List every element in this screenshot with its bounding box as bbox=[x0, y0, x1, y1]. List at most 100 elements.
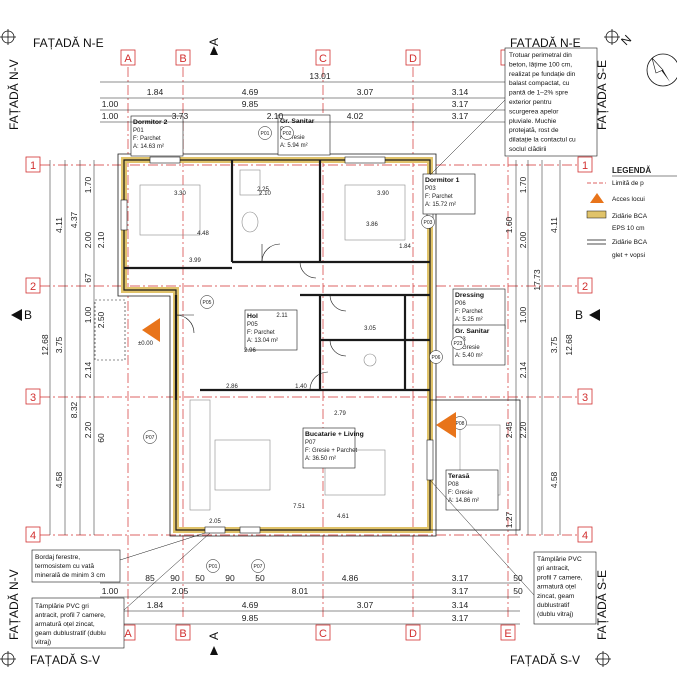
svg-text:A: A bbox=[207, 632, 221, 640]
room-label-box bbox=[244, 309, 298, 351]
dim-right-col3: 2.14 bbox=[518, 361, 528, 378]
room-name: Bucatarie + Living bbox=[305, 431, 364, 438]
legend-item: Acces locui bbox=[612, 196, 645, 203]
room-tag-circle bbox=[421, 215, 435, 229]
facade-label-top-right: FAȚADĂ N-E bbox=[510, 35, 581, 50]
room-floor: F: Gresie bbox=[455, 345, 480, 351]
elevation-label: ±0.00 bbox=[138, 341, 154, 347]
legend-item: glet + vopsi bbox=[612, 252, 645, 259]
axis-bubble-3: 3 bbox=[582, 392, 588, 404]
corner-markers bbox=[0, 29, 620, 667]
dim-top-row2: 1.00 bbox=[102, 99, 119, 109]
note-line: Trotuar perimetral din bbox=[509, 52, 572, 59]
dim-bottom-row1: 90 bbox=[225, 573, 235, 583]
facade-label-top-left: FAȚADĂ N-E bbox=[33, 35, 104, 50]
note-line: beton, lățime 100 cm, bbox=[509, 61, 572, 68]
dim-right-col4: 1.27 bbox=[504, 511, 514, 528]
section-marker-b-right: B bbox=[575, 308, 600, 322]
room-name: Gr. Sanitar bbox=[280, 118, 315, 125]
legend-item: Zidărie BCA bbox=[612, 239, 648, 246]
interior-dim: 4.48 bbox=[197, 231, 209, 237]
note-line: Tâmplărie PVC bbox=[537, 556, 582, 563]
svg-text:A: A bbox=[207, 38, 221, 46]
dim-top-row1: 3.14 bbox=[452, 87, 469, 97]
axis-bubble-frame bbox=[315, 624, 331, 641]
dim-left-col3: 1.70 bbox=[83, 176, 93, 193]
dim-left-col3: 1.00 bbox=[83, 306, 93, 323]
axis-bubble-b: B bbox=[179, 53, 186, 65]
note-line: antracit, profil 7 camere, bbox=[35, 612, 106, 619]
room-label-box bbox=[130, 115, 184, 157]
room-tag: P05 bbox=[203, 300, 212, 306]
section-marker-b-left: B bbox=[11, 308, 32, 322]
room-floor: F: Parchet bbox=[133, 136, 161, 142]
axis-bubble-4: 4 bbox=[30, 530, 36, 542]
dim-bottom-row1: 50 bbox=[195, 573, 205, 583]
note-line: (dublu vitraj) bbox=[537, 611, 573, 618]
room-area: A: 5.94 m² bbox=[280, 143, 308, 149]
note-line: soclul clădirii bbox=[509, 146, 547, 153]
dim-top-row3: 1.00 bbox=[102, 111, 119, 121]
interior-dim: 2.05 bbox=[209, 519, 221, 525]
dimension-lines bbox=[49, 81, 561, 625]
dim-bottom-row1: 85 bbox=[145, 573, 155, 583]
dim-top-row1: 3.07 bbox=[357, 87, 374, 97]
dim-left-col3: 2.00 bbox=[83, 231, 93, 248]
access-marker-east bbox=[436, 412, 456, 438]
dim-right-col1: 4.58 bbox=[549, 471, 559, 488]
room-tag: P01 bbox=[209, 564, 218, 570]
axis-bubble-a: A bbox=[124, 628, 132, 640]
dim-right-col3: 2.20 bbox=[518, 421, 528, 438]
room-name: Dormitor 2 bbox=[133, 119, 168, 126]
axis-bubble-frame bbox=[175, 49, 191, 66]
dim-top-total: 13.01 bbox=[309, 71, 331, 81]
note-line: realizat pe fundație din bbox=[509, 71, 576, 78]
axis-bubble-c: C bbox=[319, 628, 327, 640]
dim-bottom-row3: 3.07 bbox=[357, 600, 374, 610]
terrace-outline bbox=[429, 399, 521, 531]
room-code: P05 bbox=[247, 322, 258, 328]
dim-bottom-row3: 3.14 bbox=[452, 600, 469, 610]
dim-right-col4: 2.45 bbox=[504, 421, 514, 438]
room-name: Hol bbox=[247, 313, 258, 320]
room-floor: F: Parchet bbox=[455, 309, 483, 315]
room-tag-circle bbox=[143, 430, 157, 444]
note-line: termosistem cu vată bbox=[35, 563, 94, 570]
axis-bubble-frame bbox=[120, 49, 136, 66]
dim-bottom-row1: 90 bbox=[170, 573, 180, 583]
room-area: A: 5.40 m² bbox=[455, 353, 483, 359]
room-tag: P03 bbox=[424, 220, 433, 226]
interior-dim: 2.10 bbox=[259, 191, 271, 197]
dim-left-col3: 2.20 bbox=[83, 421, 93, 438]
axis-bubble-frame bbox=[577, 388, 593, 405]
axis-bubble-frame bbox=[25, 388, 41, 405]
dim-right-col1: 3.75 bbox=[549, 336, 559, 353]
dim-top-row3: 3.73 bbox=[172, 111, 189, 121]
facade-label-right-lower: FAȚADĂ S-E bbox=[594, 570, 609, 640]
axis-bubble-frame bbox=[25, 156, 41, 173]
axis-bubble-4: 4 bbox=[582, 530, 588, 542]
interior-dim: 3.90 bbox=[377, 191, 389, 197]
dim-left-col4: 2.10 bbox=[96, 231, 106, 248]
room-name: Dormitor 1 bbox=[425, 177, 460, 184]
room-label-box bbox=[422, 173, 476, 215]
room-floor: F: Gresie bbox=[448, 490, 473, 496]
room-area: A: 14.86 m² bbox=[448, 498, 479, 504]
note-line: Bordaj ferestre, bbox=[35, 554, 80, 561]
room-tag-circle bbox=[429, 350, 443, 364]
axis-bubble-2: 2 bbox=[582, 281, 588, 293]
dim-right-col1: 4.11 bbox=[549, 217, 559, 233]
room-tag-circle bbox=[258, 126, 272, 140]
dim-left-outer: 12.68 bbox=[40, 334, 50, 356]
room-floor: F: Parchet bbox=[425, 194, 453, 200]
svg-text:N: N bbox=[618, 32, 634, 48]
dim-right-outer: 12.68 bbox=[564, 334, 574, 356]
